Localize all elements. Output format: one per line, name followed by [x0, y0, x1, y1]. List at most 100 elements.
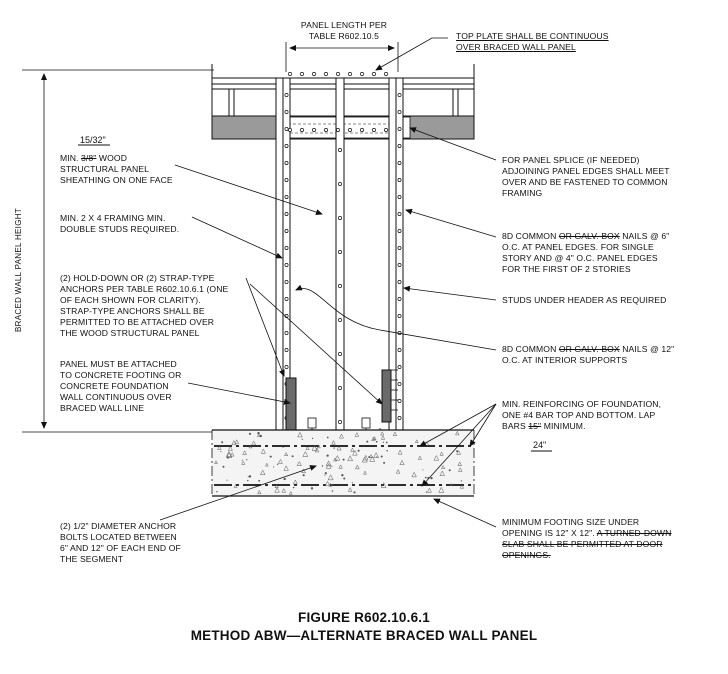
- aggregate-stone: [283, 465, 289, 471]
- aggregate-stone: [354, 432, 360, 437]
- aggregate-stone: [233, 483, 238, 488]
- nail: [397, 297, 402, 301]
- aggregate-stone: [274, 483, 279, 488]
- aggregate-stone: [225, 450, 232, 457]
- aggregate-stone: [347, 455, 354, 462]
- note-studs: STUDS UNDER HEADER AS REQUIRED: [502, 295, 667, 305]
- aggregate-stone: [296, 460, 302, 466]
- note-footing: MINIMUM FOOTING SIZE UNDER OPENING IS 12…: [502, 517, 672, 560]
- aggregate-dot: [301, 438, 303, 440]
- nail: [338, 250, 342, 254]
- aggregate-dot: [221, 441, 224, 444]
- aggregate-stone: [369, 453, 373, 458]
- nail: [284, 195, 289, 199]
- nail: [284, 365, 289, 369]
- aggregate-stone: [397, 449, 403, 455]
- note-sheathing: MIN. 3/8" WOOD STRUCTURAL PANEL SHEATHIN…: [60, 153, 173, 185]
- struck-text: 15": [528, 421, 542, 431]
- nail: [288, 128, 292, 132]
- aggregate-stone: [395, 468, 401, 474]
- aggregate-stone: [311, 444, 318, 451]
- nail: [360, 72, 364, 76]
- aggregate-stone: [278, 458, 283, 464]
- struck-text: OR GALV. BOX: [558, 231, 620, 241]
- struck-text: A TURNED-DOWN: [596, 528, 672, 538]
- aggregate-stone: [338, 464, 343, 469]
- aggregate-dot: [241, 459, 243, 461]
- wall-height-label: BRACED WALL PANEL HEIGHT: [14, 208, 23, 332]
- aggregate-stone: [297, 431, 303, 438]
- aggregate-dot: [331, 490, 334, 492]
- aggregate-stone: [274, 487, 280, 493]
- nail: [284, 93, 289, 97]
- aggregate-stone: [248, 444, 253, 449]
- nail: [397, 212, 402, 216]
- aggregate-stone: [411, 471, 417, 478]
- nail: [284, 161, 289, 165]
- aggregate-stone: [226, 451, 233, 458]
- aggregate-dot: [375, 440, 378, 443]
- aggregate-stone: [438, 486, 445, 493]
- aggregate-stone: [380, 431, 385, 436]
- aggregate-stone: [459, 484, 464, 489]
- aggregate-dot: [456, 450, 459, 453]
- handwritten-marks: [78, 144, 552, 452]
- nail: [397, 161, 402, 165]
- aggregate-dot: [257, 432, 260, 435]
- nail: [300, 128, 304, 132]
- aggregate-stone: [457, 461, 462, 466]
- aggregate-stone: [363, 470, 367, 475]
- aggregate-stone: [339, 433, 344, 439]
- aggregate-dot: [342, 458, 345, 461]
- nail: [284, 212, 289, 216]
- aggregate-stone: [355, 464, 360, 470]
- aggregate-dot: [353, 491, 356, 494]
- aggregate-stone: [217, 445, 222, 450]
- aggregate-dot: [376, 456, 378, 458]
- aggregate-stone: [456, 449, 462, 455]
- aggregate-dot: [269, 455, 272, 458]
- aggregate-stone: [325, 463, 332, 469]
- struck-text: 3/8": [81, 153, 97, 163]
- nail: [284, 331, 289, 335]
- aggregate-stone: [361, 456, 368, 463]
- aggregate-dot: [292, 486, 295, 489]
- aggregate-stone: [433, 454, 440, 461]
- aggregate-dot: [430, 476, 433, 480]
- aggregate-stone: [281, 487, 286, 493]
- aggregate-dot: [321, 465, 324, 467]
- aggregate-stone: [288, 490, 293, 495]
- aggregate-dot: [450, 483, 453, 486]
- aggregate-dot: [324, 472, 327, 475]
- aggregate-dot: [382, 441, 384, 443]
- aggregate-dot: [247, 476, 249, 478]
- aggregate-dot: [291, 455, 294, 458]
- aggregate-stone: [327, 474, 334, 481]
- aggregate-stone: [257, 489, 262, 495]
- aggregate-stone: [380, 435, 386, 440]
- aggregate-stone: [305, 445, 310, 450]
- aggregate-stone: [257, 433, 261, 437]
- aggregate-dot: [226, 479, 228, 481]
- aggregate-dot: [422, 469, 424, 471]
- aggregate-stone: [350, 447, 355, 452]
- nail: [397, 127, 402, 131]
- aggregate-dot: [324, 474, 326, 476]
- nail: [397, 263, 402, 267]
- sheathing-thickness-handwritten: 15/32": [80, 135, 106, 145]
- panel-length-dimension: [285, 42, 399, 72]
- note-anchor-bolts: (2) 1/2" DIAMETER ANCHOR BOLTS LOCATED B…: [60, 521, 181, 564]
- nail: [338, 148, 342, 152]
- aggregate-stone: [399, 459, 405, 465]
- aggregate-stone: [455, 430, 460, 436]
- aggregate-stone: [427, 487, 432, 493]
- nail: [397, 110, 402, 114]
- aggregate-stone: [352, 449, 358, 456]
- aggregate-stone: [371, 436, 376, 441]
- aggregate-stone: [231, 440, 237, 446]
- aggregate-stone: [414, 439, 419, 443]
- aggregate-dot: [331, 465, 333, 467]
- panel-length-label: PANEL LENGTH PER TABLE R602.10.5: [300, 20, 388, 41]
- aggregate-dot: [326, 454, 329, 457]
- nail: [300, 72, 304, 76]
